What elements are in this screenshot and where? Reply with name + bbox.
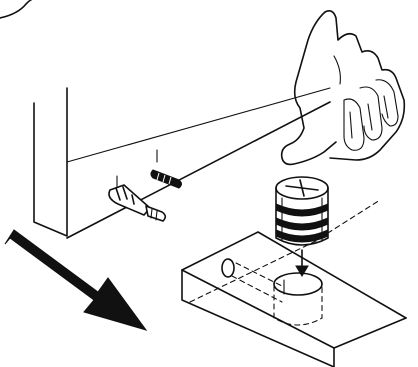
side-panel [33, 87, 331, 239]
cam-lock-fitting-icon [275, 176, 329, 277]
cam-bolt-icon [108, 175, 167, 222]
hand-icon [280, 10, 406, 166]
horizontal-board [181, 199, 407, 367]
callout-corner [0, 0, 32, 19]
wooden-dowel-icon [150, 149, 182, 189]
direction-arrow-icon [4, 229, 148, 331]
